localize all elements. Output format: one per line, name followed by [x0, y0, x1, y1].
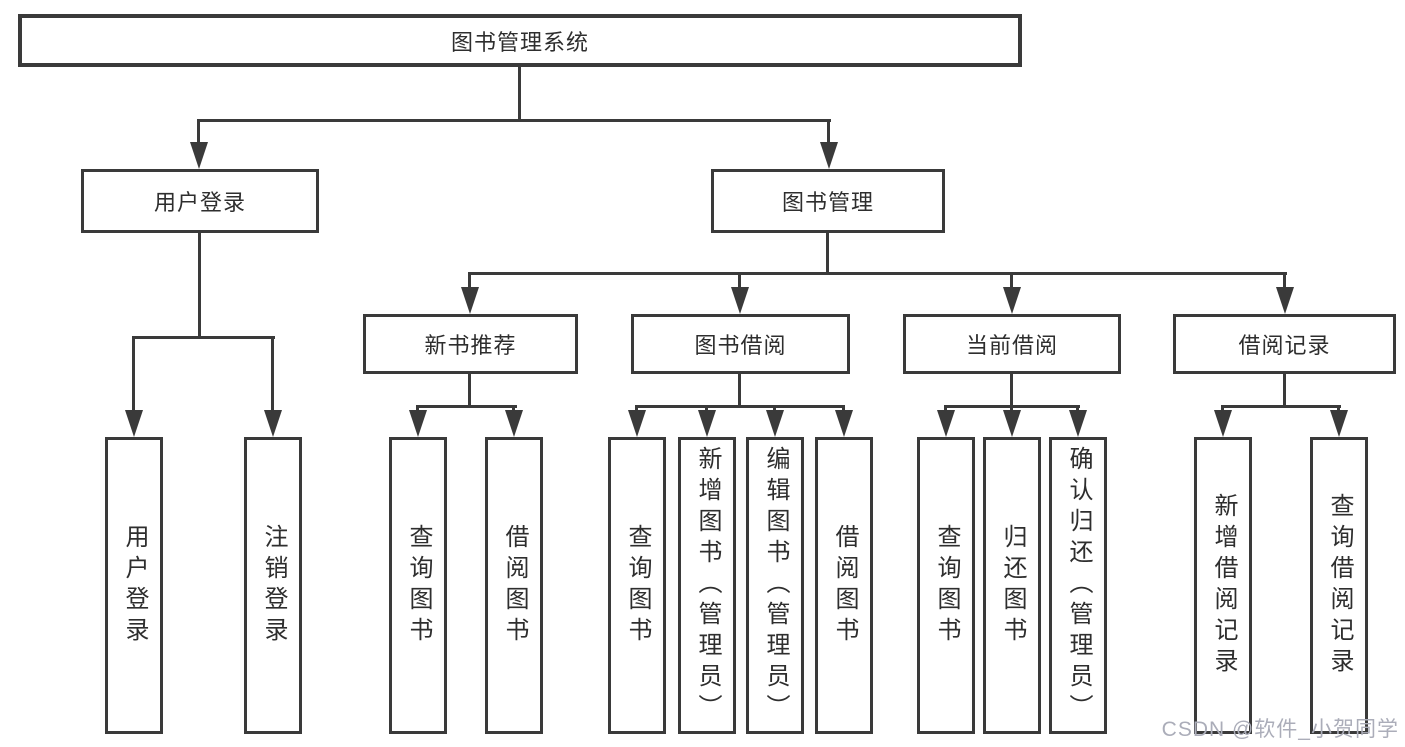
arrowhead-down-icon [264, 410, 282, 437]
connector-vline [1010, 372, 1013, 408]
node-current-borrow: 当前借阅 [903, 314, 1121, 374]
node-leaf-add-borrow-record: 新增借阅记录 [1194, 437, 1252, 734]
node-leaf-borrow-book-recommend: 借阅图书 [485, 437, 543, 734]
connector-vline [1283, 272, 1286, 290]
connector-hline [1222, 405, 1341, 408]
connector-hline [416, 405, 517, 408]
connector-vline [198, 232, 201, 339]
arrowhead-down-icon [125, 410, 143, 437]
connector-vline [1010, 405, 1013, 413]
connector-vline [1010, 272, 1013, 290]
connector-hline [636, 405, 845, 408]
arrowhead-down-icon [1276, 287, 1294, 314]
connector-vline [842, 405, 845, 413]
connector-vline [1221, 405, 1224, 413]
arrowhead-down-icon [1330, 410, 1348, 437]
connector-vline [1337, 405, 1340, 413]
connector-vline [1076, 405, 1079, 413]
connector-vline [738, 372, 741, 408]
connector-vline [635, 405, 638, 413]
node-leaf-query-book-borrow: 查询图书 [608, 437, 666, 734]
node-book-management-branch: 图书管理 [711, 169, 945, 233]
arrowhead-down-icon [1003, 287, 1021, 314]
connector-vline [827, 119, 830, 146]
arrowhead-down-icon [937, 410, 955, 437]
node-leaf-return-book: 归还图书 [983, 437, 1041, 734]
arrowhead-down-icon [1069, 410, 1087, 437]
arrowhead-down-icon [628, 410, 646, 437]
node-book-borrow: 图书借阅 [631, 314, 850, 374]
connector-vline [518, 65, 521, 120]
arrowhead-down-icon [835, 410, 853, 437]
node-leaf-query-book-recommend: 查询图书 [389, 437, 447, 734]
arrowhead-down-icon [461, 287, 479, 314]
arrowhead-down-icon [409, 410, 427, 437]
arrowhead-down-icon [698, 410, 716, 437]
node-borrow-records: 借阅记录 [1173, 314, 1396, 374]
arrowhead-down-icon [190, 142, 208, 169]
node-user-login-branch: 用户登录 [81, 169, 319, 233]
connector-vline [468, 372, 471, 408]
arrowhead-down-icon [1003, 410, 1021, 437]
arrowhead-down-icon [766, 410, 784, 437]
arrowhead-down-icon [505, 410, 523, 437]
arrowhead-down-icon [820, 142, 838, 169]
connector-vline [197, 119, 200, 146]
arrowhead-down-icon [1214, 410, 1232, 437]
node-leaf-borrow-book: 借阅图书 [815, 437, 873, 734]
node-leaf-add-book-admin: 新增图书（管理员） [678, 437, 736, 734]
connector-vline [738, 272, 741, 290]
node-leaf-confirm-return-admin: 确认归还（管理员） [1049, 437, 1107, 734]
connector-vline [826, 232, 829, 274]
node-new-book-recommend: 新书推荐 [363, 314, 578, 374]
node-leaf-edit-book-admin: 编辑图书（管理员） [746, 437, 804, 734]
node-leaf-query-borrow-record: 查询借阅记录 [1310, 437, 1368, 734]
watermark: CSDN @软件_小贺同学 [1161, 718, 1399, 741]
connector-hline [468, 272, 1287, 275]
connector-vline [705, 405, 708, 413]
connector-hline [197, 119, 831, 122]
connector-vline [271, 336, 274, 412]
connector-vline [512, 405, 515, 413]
node-root: 图书管理系统 [18, 14, 1022, 67]
node-leaf-query-book-current: 查询图书 [917, 437, 975, 734]
node-leaf-logout: 注销登录 [244, 437, 302, 734]
connector-vline [132, 336, 135, 412]
connector-hline [132, 336, 275, 339]
connector-vline [1283, 372, 1286, 408]
connector-vline [944, 405, 947, 413]
node-leaf-user-login: 用户登录 [105, 437, 163, 734]
connector-vline [468, 272, 471, 290]
connector-vline [416, 405, 419, 413]
connector-vline [773, 405, 776, 413]
arrowhead-down-icon [731, 287, 749, 314]
